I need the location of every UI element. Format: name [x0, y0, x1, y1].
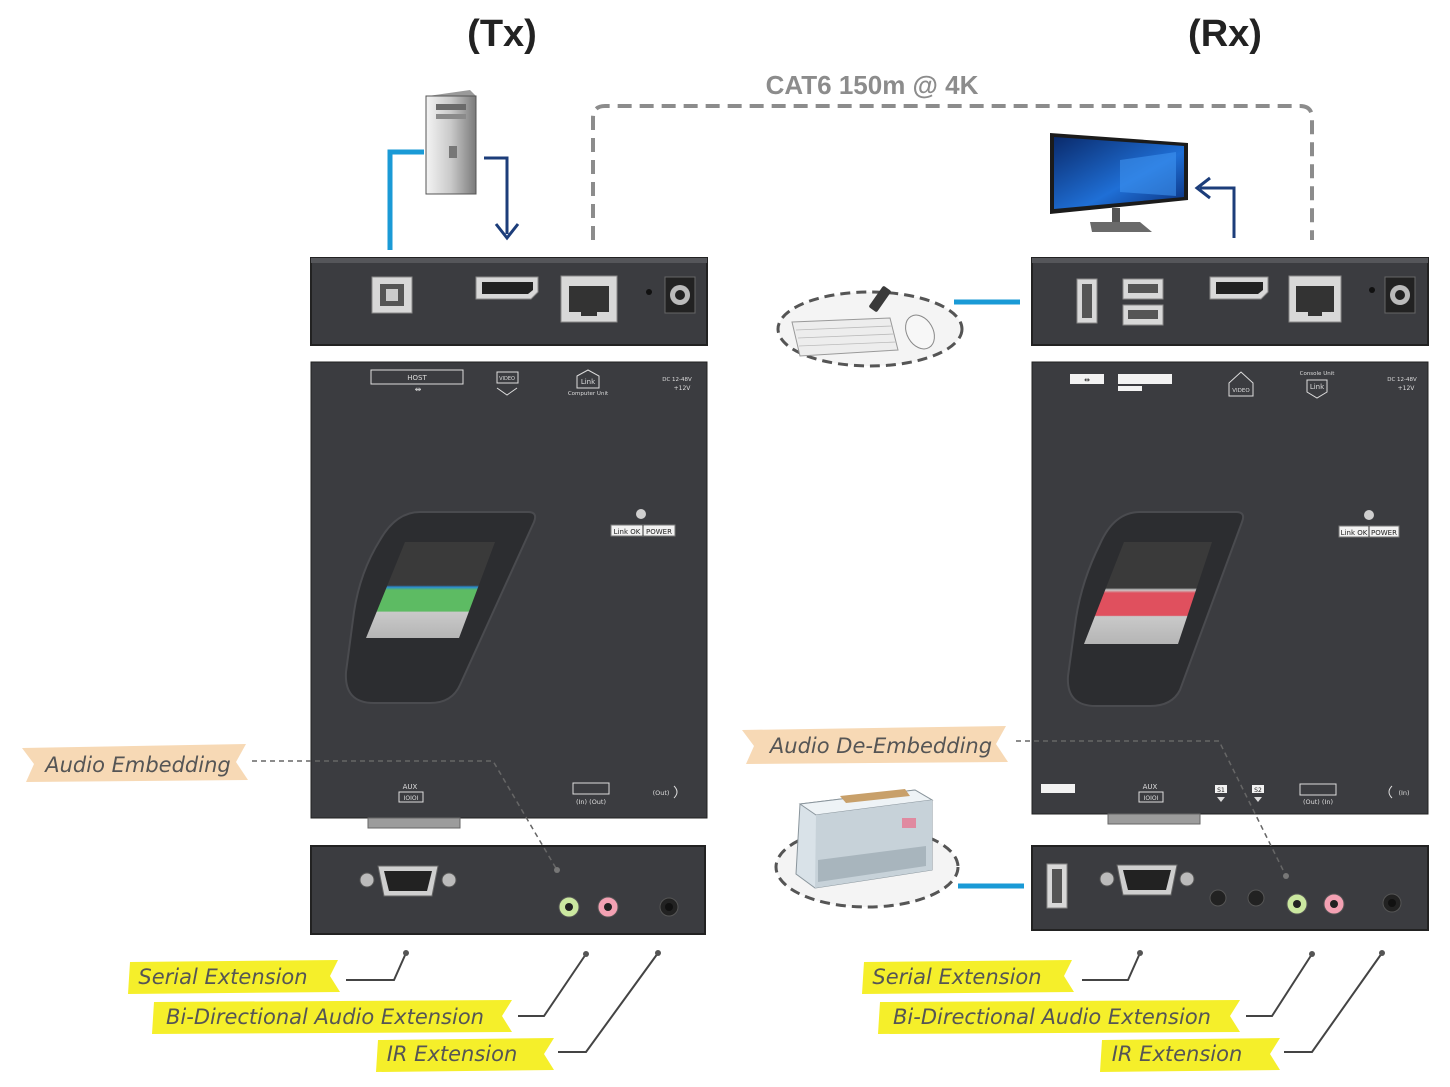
- svg-text:IOIOI: IOIOI: [1144, 795, 1159, 802]
- callout-rx-bidir-text: Bi-Directional Audio Extension: [893, 1005, 1211, 1029]
- rx-video-arrow: [1194, 176, 1236, 238]
- rx-title: (Rx): [1188, 13, 1262, 55]
- rx-rj45-port: [1288, 275, 1342, 323]
- tx-link-label: Link: [581, 378, 596, 386]
- rx-video-label: VIDEO: [1232, 388, 1250, 394]
- callout-tx-serial: Serial Extension: [128, 950, 409, 994]
- tx-ir-out-label: (Out): [653, 789, 670, 797]
- rx-power-label: POWER: [1371, 529, 1397, 537]
- tx-power-label: POWER: [646, 528, 672, 536]
- rx-s2-label: S2: [1254, 787, 1262, 794]
- callout-audio-embedding-text: Audio Embedding: [43, 753, 230, 777]
- keyboard-mouse-icon: [776, 286, 964, 368]
- rx-rear-panel: [1031, 257, 1429, 346]
- rx-console-unit-label: Console Unit: [1300, 371, 1336, 377]
- svg-text:⇹: ⇹: [1084, 376, 1090, 384]
- tx-device-body: HOST ⇹ VIDEO Link Computer Unit DC 12-48…: [310, 361, 708, 829]
- rx-aux-label: AUX: [1143, 783, 1158, 791]
- rx-front-panel: [1031, 845, 1429, 931]
- cat6-dashed-cable: [591, 104, 1314, 240]
- rx-dc-jack: [1384, 276, 1416, 314]
- callout-rx-serial-text: Serial Extension: [872, 965, 1041, 989]
- printer-icon: [774, 789, 960, 909]
- tx-serial-port: [359, 865, 457, 897]
- tx-video-label: VIDEO: [499, 376, 515, 382]
- callout-audio-de-embedding: Audio De-Embedding: [742, 726, 1289, 879]
- rx-displayport-port: [1209, 276, 1269, 300]
- callout-tx-bidirectional-audio: Bi-Directional Audio Extension: [152, 951, 589, 1034]
- rx-s1-jack: [1209, 889, 1227, 907]
- rx-s2-jack: [1247, 889, 1265, 907]
- rx-link-ok-label: Link OK: [1341, 529, 1368, 537]
- callout-audio-embedding: Audio Embedding: [22, 744, 560, 873]
- callout-rx-bidirectional-audio: Bi-Directional Audio Extension: [878, 951, 1315, 1034]
- tx-link-ok-label: Link OK: [614, 528, 641, 536]
- rx-serial-port: [1099, 864, 1195, 896]
- svg-text:⇹: ⇹: [415, 385, 422, 394]
- callout-tx-bidir-text: Bi-Directional Audio Extension: [166, 1005, 484, 1029]
- tx-displayport-port: [475, 276, 539, 300]
- rx-device-body: ⇹ VIDEO Console Unit Link DC 12-48V +12V…: [1031, 361, 1429, 825]
- tx-title: (Tx): [467, 13, 537, 55]
- callout-rx-serial: Serial Extension: [862, 950, 1143, 994]
- rx-link-label: Link: [1310, 383, 1325, 391]
- callout-tx-ir: IR Extension: [376, 950, 661, 1072]
- tx-audio-ports-label: (In) (Out): [576, 798, 606, 806]
- callout-audio-de-embedding-text: Audio De-Embedding: [768, 734, 992, 758]
- rx-audio-ports-label: (Out) (In): [1303, 798, 1333, 806]
- callout-rx-ir: IR Extension: [1100, 950, 1385, 1072]
- rx-plus12-label: +12V: [1398, 385, 1416, 392]
- cat6-label: CAT6 150m @ 4K: [766, 70, 979, 100]
- rx-dc-label: DC 12-48V: [1387, 377, 1417, 383]
- tx-host-label: HOST: [407, 374, 427, 382]
- tx-plus12-label: +12V: [674, 385, 692, 392]
- tx-video-arrow: [484, 156, 520, 241]
- tx-dc-jack: [664, 276, 696, 314]
- tx-dc-label: DC 12-48V: [662, 377, 692, 383]
- tx-aux-label: AUX: [403, 783, 418, 791]
- computer-tower-icon: [425, 90, 477, 195]
- tx-computer-unit-label: Computer Unit: [568, 391, 609, 397]
- tx-front-panel: [310, 845, 706, 935]
- callout-rx-ir-text: IR Extension: [1112, 1042, 1243, 1066]
- tx-rear-panel: [310, 257, 708, 346]
- tx-usb-cable: [387, 149, 424, 250]
- callout-tx-serial-text: Serial Extension: [138, 965, 307, 989]
- monitor-icon: [1050, 133, 1188, 232]
- callout-tx-ir-text: IR Extension: [387, 1042, 518, 1066]
- rx-s1-label: S1: [1217, 787, 1225, 794]
- svg-text:IOIOI: IOIOI: [404, 795, 419, 802]
- rx-ir-in-label: (In): [1398, 789, 1409, 797]
- tx-rj45-port: [560, 275, 618, 323]
